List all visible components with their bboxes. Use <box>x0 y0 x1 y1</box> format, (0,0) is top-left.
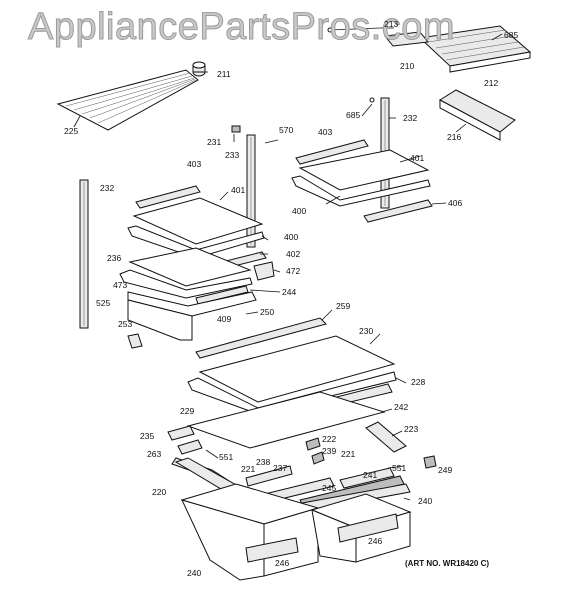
part-label-216: 216 <box>447 132 462 142</box>
part-label-238: 238 <box>256 457 271 467</box>
part-label-685: 685 <box>504 30 519 40</box>
clip-249 <box>423 455 437 469</box>
part-label-401-b: 401 <box>231 185 246 195</box>
part-label-253: 253 <box>118 319 133 329</box>
part-label-210: 210 <box>400 61 415 71</box>
crisper-drawer-240-right <box>310 493 412 563</box>
part-label-225: 225 <box>64 126 79 136</box>
rail-232-left <box>79 179 89 329</box>
part-label-551: 551 <box>219 452 234 462</box>
part-label-221: 221 <box>341 449 356 459</box>
part-label-244: 244 <box>282 287 297 297</box>
part-label-551-b: 551 <box>392 463 407 473</box>
bracket-235-263 <box>167 425 203 455</box>
part-label-406: 406 <box>448 198 463 208</box>
cap-211 <box>192 61 206 77</box>
wire-shelf-basket-212 <box>418 25 532 73</box>
part-label-230: 230 <box>359 326 374 336</box>
part-label-401: 401 <box>410 153 425 163</box>
part-label-570: 570 <box>279 125 294 135</box>
part-label-473: 473 <box>113 280 128 290</box>
part-label-403-b: 403 <box>187 159 202 169</box>
part-label-223: 223 <box>404 424 419 434</box>
part-label-232: 232 <box>403 113 418 123</box>
part-label-222: 222 <box>322 434 337 444</box>
door-bin-216 <box>439 89 516 141</box>
part-label-472: 472 <box>286 266 301 276</box>
part-label-213: 213 <box>384 19 399 29</box>
part-label-409: 409 <box>217 314 232 324</box>
shelf-assembly-upper-right <box>291 139 433 223</box>
part-label-241: 241 <box>363 470 378 480</box>
part-label-232-b: 232 <box>100 183 115 193</box>
wire-shelf-225 <box>56 69 199 131</box>
rail-241 <box>339 467 395 489</box>
part-label-228: 228 <box>411 377 426 387</box>
rail-223 <box>365 421 407 453</box>
part-label-402: 402 <box>286 249 301 259</box>
part-label-240-b: 240 <box>187 568 202 578</box>
part-237-238 <box>245 465 293 487</box>
part-label-249: 249 <box>438 465 453 475</box>
part-label-685-b: 685 <box>346 110 361 120</box>
leader-lines <box>73 27 503 501</box>
part-label-400: 400 <box>292 206 307 216</box>
part-label-242: 242 <box>394 402 409 412</box>
part-label-235: 235 <box>140 431 155 441</box>
part-label-259: 259 <box>336 301 351 311</box>
part-label-239: 239 <box>322 446 337 456</box>
part-label-400-b: 400 <box>284 232 299 242</box>
part-label-245: 245 <box>322 483 337 493</box>
small-parts-222-239 <box>305 437 325 465</box>
part-label-525: 525 <box>96 298 111 308</box>
part-label-221-b: 221 <box>241 464 256 474</box>
part-label-263: 263 <box>147 449 162 459</box>
art-number: (ART NO. WR18420 C) <box>405 559 490 568</box>
shelf-rod-213 <box>327 27 381 33</box>
part-label-250: 250 <box>260 307 275 317</box>
part-label-236: 236 <box>107 253 122 263</box>
crisper-drawer-240-left <box>180 483 320 581</box>
part-label-233: 233 <box>225 150 240 160</box>
part-label-211: 211 <box>217 69 231 79</box>
part-label-403: 403 <box>318 127 333 137</box>
part-label-246-b: 246 <box>368 536 383 546</box>
part-label-220: 220 <box>152 487 167 497</box>
clip-253 <box>127 333 143 349</box>
part-label-246: 246 <box>275 558 290 568</box>
part-label-231: 231 <box>207 137 222 147</box>
part-label-237: 237 <box>273 463 288 473</box>
part-label-229: 229 <box>180 406 195 416</box>
watermark-logo: AppliancePartsPros.com <box>27 6 456 49</box>
part-label-212: 212 <box>484 78 499 88</box>
shelf-242 <box>186 391 386 449</box>
meat-pan-assembly <box>119 247 275 341</box>
part-label-240: 240 <box>418 496 433 506</box>
shelf-support-210 <box>384 31 429 47</box>
